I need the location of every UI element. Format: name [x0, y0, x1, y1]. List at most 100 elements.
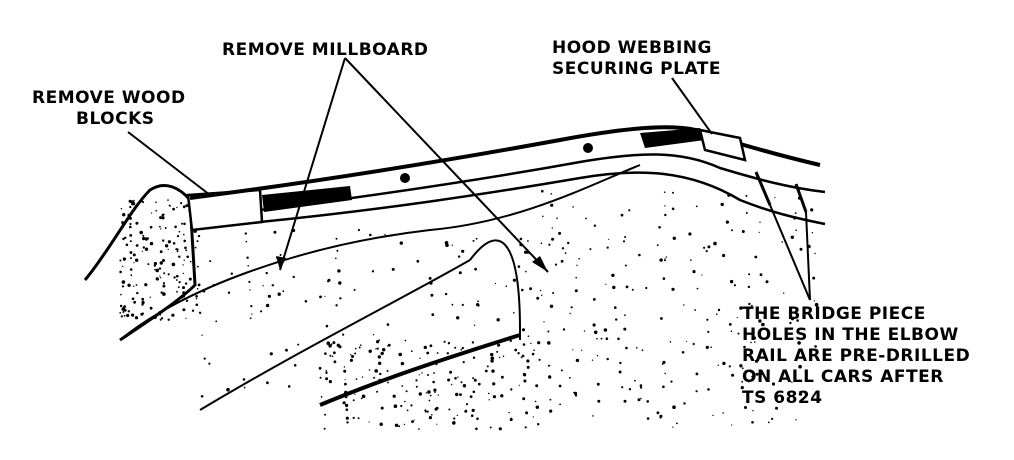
stipple-dot: [248, 280, 251, 283]
stipple-dot: [188, 277, 192, 281]
stipple-dot: [162, 292, 166, 296]
label-remove-wood-blocks: REMOVE WOOD BLOCKS: [32, 88, 186, 130]
stipple-dot: [538, 358, 541, 361]
stipple-dot: [324, 295, 326, 297]
stipple-dot: [129, 234, 133, 237]
stipple-dot: [318, 366, 322, 370]
stipple-dot: [443, 340, 446, 343]
stipple-dot: [548, 375, 552, 379]
stipple-dot: [336, 249, 339, 252]
stipple-dot: [282, 290, 285, 293]
stipple-dot: [492, 382, 496, 386]
stipple-dot: [180, 202, 183, 205]
stipple-dot: [489, 426, 492, 429]
stipple-dot: [550, 203, 554, 207]
stipple-dot: [171, 262, 176, 267]
stipple-dot: [473, 378, 477, 382]
stipple-dot: [162, 282, 165, 285]
stipple-dot: [154, 268, 156, 271]
stipple-dot: [133, 285, 135, 287]
stipple-dot: [444, 241, 449, 245]
stipple-dot: [641, 349, 644, 352]
stipple-dot: [135, 284, 138, 286]
stipple-dot: [325, 377, 329, 381]
stipple-dot: [260, 310, 263, 313]
stipple-dot: [475, 237, 478, 240]
stipple-dot: [155, 268, 159, 273]
stipple-dot: [387, 343, 391, 347]
stipple-dot: [448, 408, 451, 411]
stipple-dot: [581, 349, 583, 351]
stipple-dot: [279, 254, 282, 256]
stipple-dot: [745, 194, 748, 197]
stipple-dot: [703, 246, 706, 249]
stipple-dot: [526, 359, 530, 363]
stipple-dot: [731, 229, 733, 232]
stipple-dot: [172, 207, 176, 211]
stipple-dot: [540, 242, 543, 244]
stipple-dot: [122, 265, 124, 268]
stipple-dot: [195, 303, 199, 307]
stipple-dot: [171, 313, 175, 317]
stipple-dot: [662, 360, 666, 364]
stipple-dot: [398, 425, 401, 428]
stipple-dot: [159, 225, 161, 228]
stipple-dot: [436, 352, 439, 354]
stipple-dot: [451, 303, 454, 306]
stipple-dot: [134, 316, 139, 320]
stipple-dot: [461, 249, 465, 253]
stipple-dot: [490, 356, 495, 361]
stipple-dot: [378, 361, 382, 365]
stipple-dot: [175, 279, 178, 281]
stipple-dot: [324, 352, 327, 355]
stipple-dot: [176, 290, 178, 293]
stipple-dot: [624, 264, 627, 267]
stipple-dot: [513, 312, 515, 314]
stipple-dot: [631, 288, 634, 291]
stipple-dot: [304, 300, 308, 303]
stipple-dot: [471, 408, 475, 412]
stipple-dot: [372, 333, 375, 336]
stipple-dot: [453, 417, 456, 420]
stipple-dot: [415, 379, 418, 382]
stipple-dot: [357, 417, 360, 420]
stipple-dot: [292, 275, 295, 279]
stipple-dot: [615, 318, 618, 321]
stipple-dot: [182, 308, 186, 312]
stipple-dot: [141, 250, 143, 252]
stipple-dot: [591, 359, 594, 361]
stipple-dot: [752, 336, 757, 340]
stipple-dot: [345, 416, 349, 420]
stipple-dot: [750, 341, 752, 344]
stipple-dot: [429, 344, 433, 348]
stipple-dot: [583, 330, 586, 332]
label-line: THE BRIDGE PIECE: [742, 304, 926, 324]
stipple-dot: [790, 317, 795, 321]
stipple-dot: [477, 304, 480, 307]
stipple-dot: [410, 350, 413, 352]
stipple-dot: [774, 196, 776, 199]
stipple-dot: [415, 385, 418, 388]
elbow-rail-dark-band-2: [640, 128, 705, 148]
stipple-dot: [428, 276, 432, 280]
stipple-dot: [121, 221, 124, 223]
stipple-dot: [628, 209, 631, 212]
stipple-dot: [122, 237, 125, 241]
stipple-dot: [131, 200, 135, 204]
leader-line-bridge-1: [769, 204, 811, 301]
stipple-dot: [751, 421, 754, 424]
stipple-dot: [748, 273, 751, 276]
stipple-dot: [330, 343, 333, 346]
body-panel-curve: [199, 259, 471, 411]
stipple-dot: [433, 388, 437, 392]
stipple-dot: [195, 295, 198, 298]
label-line: HOLES IN THE ELBOW: [742, 325, 959, 345]
stipple-dot: [406, 409, 409, 412]
stipple-dot: [424, 409, 427, 412]
stipple-dot: [133, 199, 135, 201]
stipple-dot: [460, 348, 463, 351]
stipple-dot: [696, 287, 699, 290]
stipple-dot: [337, 269, 341, 273]
stipple-dot: [324, 413, 327, 416]
stipple-dot: [695, 372, 699, 376]
